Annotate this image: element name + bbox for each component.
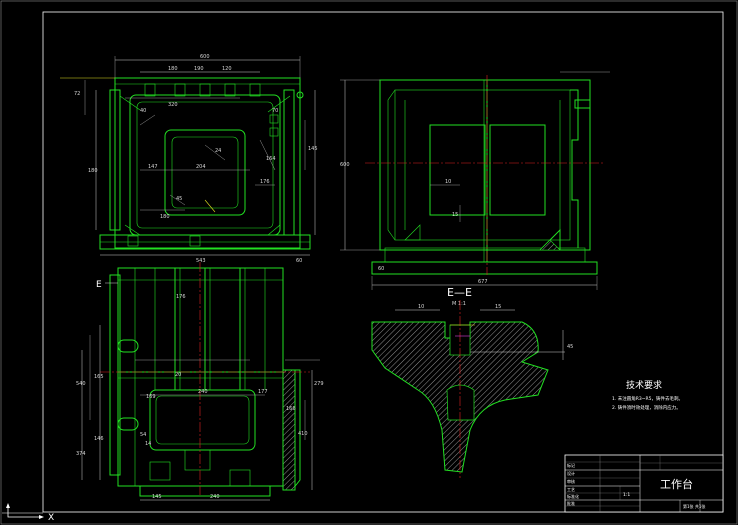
top-dim-543: 543 <box>196 258 206 264</box>
title-block: 标记 设计 审核 工艺 标准化 批准 工作台 1:1 第1张 共1张 <box>564 454 724 513</box>
ucs-axis-icon: X <box>6 503 54 523</box>
tech-requirement-2: 2. 铸件须时效处理，消除内应力。 <box>612 404 681 411</box>
top-dim-72: 72 <box>74 91 80 97</box>
top-dim-60: 60 <box>296 258 302 264</box>
section-label: E—E <box>447 286 472 299</box>
front-dim-15: 15 <box>452 212 458 218</box>
ucs-x-label: X <box>48 513 54 523</box>
top-dim-204: 204 <box>196 164 206 170</box>
top-dim-180-b: 180 <box>160 214 170 220</box>
tb-sheet: 第1张 共1张 <box>683 503 705 509</box>
front-dim-677: 677 <box>478 279 488 285</box>
tb-row-approve: 批准 <box>567 500 575 506</box>
bottom-dim-169: 169 <box>146 394 156 400</box>
bottom-dim-279: 279 <box>314 381 324 387</box>
bottom-dim-240-b: 240 <box>210 494 220 500</box>
front-dim-600: 600 <box>340 162 350 168</box>
bottom-dim-410: 410 <box>298 431 308 437</box>
bottom-dim-165: 165 <box>94 374 104 380</box>
section-e-e: E—E M 1:1 10 15 45 <box>371 286 573 478</box>
tb-row-design: 设计 <box>567 470 575 476</box>
section-marker-left: E <box>96 280 102 290</box>
bottom-dim-177: 177 <box>258 389 268 395</box>
tech-requirements-title: 技术要求 <box>626 379 662 391</box>
top-dim-320: 320 <box>168 102 178 108</box>
bottom-dim-20: 20 <box>175 372 181 378</box>
tech-requirements: 技术要求 1. 未注圆角R3~R5，铸件去毛刺。 2. 铸件须时效处理，消除内应… <box>612 379 683 411</box>
top-dim-190: 190 <box>194 66 204 72</box>
bottom-dim-166: 166 <box>286 406 296 412</box>
tb-row-mark: 标记 <box>567 462 575 468</box>
bottom-dim-176: 176 <box>176 294 186 300</box>
tb-row-process: 工艺 <box>567 487 575 492</box>
bottom-dim-54: 54 <box>140 432 146 438</box>
tb-row-review: 审核 <box>567 478 575 484</box>
bottom-dim-145: 145 <box>152 494 162 500</box>
tech-requirement-1: 1. 未注圆角R3~R5，铸件去毛刺。 <box>612 395 683 402</box>
bottom-dim-540: 540 <box>76 381 86 387</box>
top-dim-176: 176 <box>260 179 270 185</box>
tb-scale: 1:1 <box>623 492 630 498</box>
front-view: 677 600 10 15 60 <box>340 71 610 290</box>
front-dim-60: 60 <box>378 266 384 272</box>
section-dim-45: 45 <box>567 344 573 350</box>
top-dim-70: 70 <box>272 108 278 114</box>
tb-part-name: 工作台 <box>660 477 693 491</box>
bottom-dim-14: 14 <box>145 441 151 447</box>
top-dim-180-vert: 180 <box>88 168 98 174</box>
top-dim-145: 145 <box>308 146 318 152</box>
bottom-dim-146: 146 <box>94 436 104 442</box>
tb-row-standard: 标准化 <box>567 493 579 499</box>
top-dim-40: 40 <box>140 108 146 114</box>
section-dim-15: 15 <box>495 304 501 310</box>
bottom-dim-374: 374 <box>76 451 86 457</box>
front-dim-10: 10 <box>445 179 451 185</box>
top-dim-164: 164 <box>266 156 276 162</box>
top-dim-overall: 600 <box>200 54 210 60</box>
section-scale: M 1:1 <box>452 301 466 307</box>
top-dim-147: 147 <box>148 164 158 170</box>
top-view: 600 180 190 120 320 72 40 70 24 164 180 … <box>60 54 318 264</box>
bottom-view: E 240 177 169 176 20 240 145 540 374 165… <box>76 262 324 501</box>
top-dim-180: 180 <box>168 66 178 72</box>
top-dim-45: 45 <box>176 196 182 202</box>
section-dim-10: 10 <box>418 304 424 310</box>
bottom-dim-240: 240 <box>198 389 208 395</box>
top-dim-120: 120 <box>222 66 232 72</box>
top-dim-24: 24 <box>215 148 221 154</box>
